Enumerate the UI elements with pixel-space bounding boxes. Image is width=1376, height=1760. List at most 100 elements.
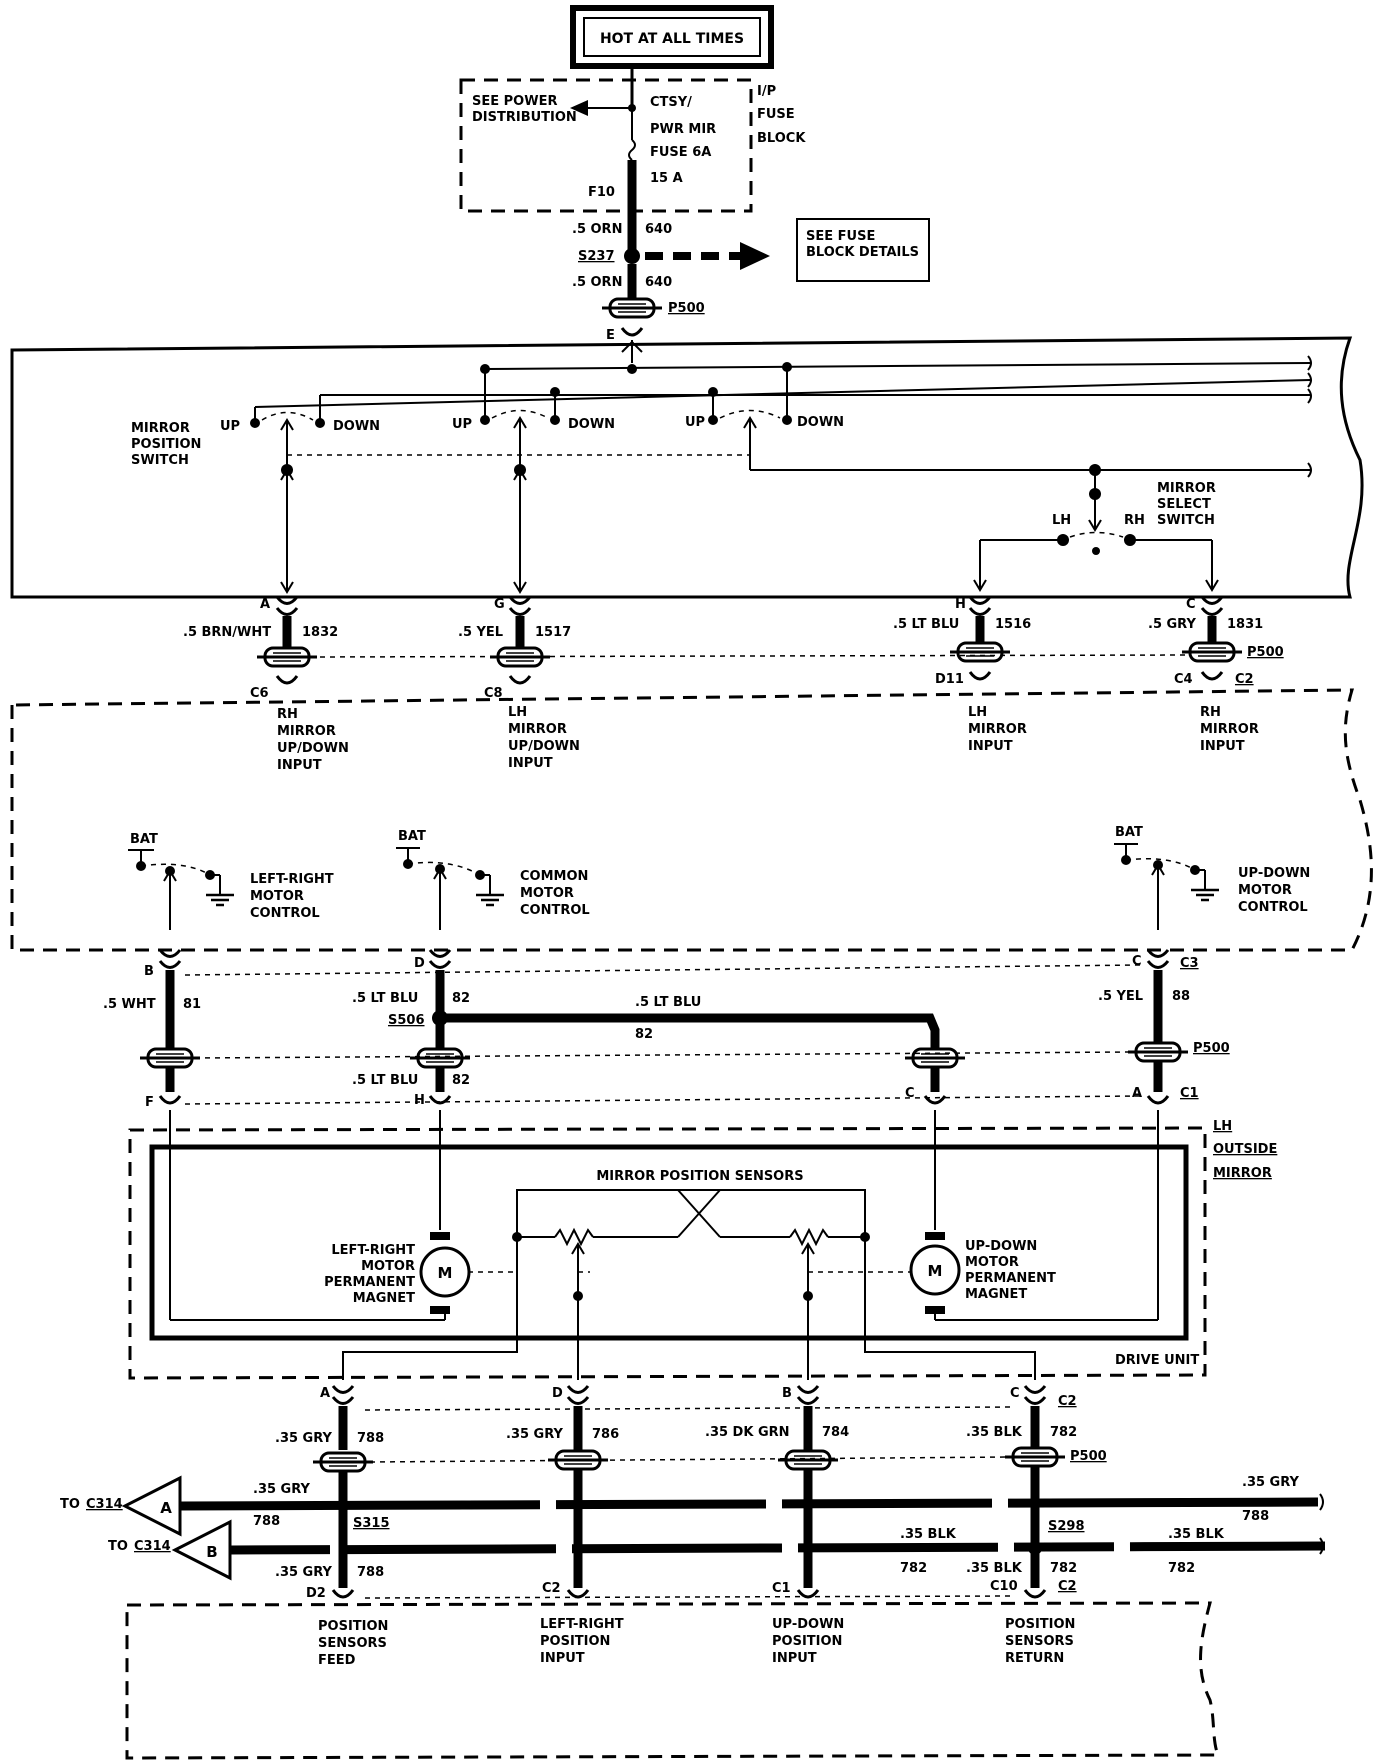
label-lh-in-1: LH: [968, 705, 987, 720]
pin-c2-bottom: C2: [1058, 1579, 1077, 1594]
select-lh: LH: [1052, 513, 1071, 528]
feed-label-3: FEED: [318, 1653, 356, 1668]
power-section: HOT AT ALL TIMES SEE POWER DISTRIBUTION …: [459, 5, 930, 343]
lr-control-2: MOTOR: [250, 889, 304, 904]
ret-label-2: SENSORS: [1005, 1634, 1074, 1649]
pin-c1: C1: [772, 1581, 791, 1596]
label-rh-ud-3: UP/DOWN: [277, 741, 349, 756]
ud-motor-1: UP-DOWN: [965, 1239, 1037, 1254]
ret-label-1: POSITION: [1005, 1617, 1075, 1632]
bat-2: BAT: [398, 829, 426, 844]
pin-g: G: [494, 597, 505, 612]
pin-c2-upper: C2: [1235, 672, 1254, 687]
pin-c6: C6: [250, 686, 269, 701]
bus-a-right-circuit: 788: [1242, 1509, 1269, 1524]
arrow-up-icon: [621, 340, 643, 353]
wire-82-h: .5 LT BLU: [352, 1073, 418, 1088]
label-lh-in-3: INPUT: [968, 739, 1013, 754]
pin-e: E: [606, 328, 615, 343]
lr-control-3: CONTROL: [250, 906, 320, 921]
ret-wire: .35 BLK: [966, 1561, 1023, 1576]
fuse-block-boundary: [459, 78, 753, 213]
lr-motor-4: MAGNET: [353, 1291, 415, 1306]
bat-3: BAT: [1115, 825, 1143, 840]
circuit-786: 786: [592, 1427, 619, 1442]
mirror-title-3: MIRROR: [1213, 1166, 1272, 1181]
feed-wire-b: .5 ORN: [572, 275, 622, 290]
pin-c3-c: C: [1132, 954, 1142, 969]
control-module: BAT LEFT-RIGHT MOTOR CONTROL BAT COMMON …: [10, 688, 1373, 952]
ud-input-3: INPUT: [772, 1651, 817, 1666]
circuit-788: 788: [357, 1431, 384, 1446]
label-lh-ud-2: MIRROR: [508, 722, 567, 737]
circuit-82-h: 82: [452, 1073, 470, 1088]
wire-782: .35 BLK: [966, 1425, 1023, 1440]
pin-a-lower: A: [320, 1386, 330, 1401]
label-lh-ud-1: LH: [508, 705, 527, 720]
ret-label-3: RETURN: [1005, 1651, 1064, 1666]
fuse-text-2: PWR MIR: [650, 122, 716, 137]
label-lh-ud-4: INPUT: [508, 756, 553, 771]
terminal-a: [275, 595, 299, 616]
terminal-e: [620, 326, 644, 337]
bus-b-right-circuit: 782: [1168, 1561, 1195, 1576]
common-control-2: MOTOR: [520, 886, 574, 901]
ud-motor-icon: [909, 1244, 961, 1296]
lr-input-3: INPUT: [540, 1651, 585, 1666]
pin-c8: C8: [484, 686, 503, 701]
to-b: TO: [108, 1539, 128, 1554]
fuse-icon: [628, 139, 636, 161]
label-rh-ud-4: INPUT: [277, 758, 322, 773]
upper-connectors: A .5 BRN/WHT 1832 C6 RH MIRROR UP/DOWN I…: [183, 595, 1284, 773]
pin-d-lower: D: [552, 1386, 563, 1401]
circuit-1832: 1832: [302, 625, 338, 640]
ground-icon-1: [204, 893, 236, 907]
circuit-784: 784: [822, 1425, 849, 1440]
bottom-module: POSITION SENSORS FEED LEFT-RIGHT POSITIO…: [125, 1601, 1221, 1760]
feed-wire-a: .5 ORN: [572, 222, 622, 237]
circuit-81: 81: [183, 997, 201, 1012]
c3-label: C3: [1180, 956, 1199, 971]
lr-motor-2: MOTOR: [361, 1259, 415, 1274]
lr-motor-glyph: M: [438, 1264, 453, 1282]
sw1-down: DOWN: [333, 419, 380, 434]
ud-input-1: UP-DOWN: [772, 1617, 844, 1632]
pin-b-lower: B: [782, 1386, 792, 1401]
ip-fuse-block-1: I/P: [757, 84, 776, 99]
bus-a-wire: .35 GRY: [253, 1482, 311, 1497]
sw3-down: DOWN: [797, 415, 844, 430]
drive-unit-label: DRIVE UNIT: [1115, 1353, 1199, 1368]
pin-d2: D2: [306, 1586, 326, 1601]
c2-top-lower: C2: [1058, 1394, 1077, 1409]
sensors-label: MIRROR POSITION SENSORS: [596, 1169, 803, 1184]
label-lh-ud-3: UP/DOWN: [508, 739, 580, 754]
fuse-id: F10: [588, 185, 615, 200]
label-lh-in-2: MIRROR: [968, 722, 1027, 737]
select-label-3: SWITCH: [1157, 513, 1215, 528]
wire-82-d: .5 LT BLU: [352, 991, 418, 1006]
label-rh-in-2: MIRROR: [1200, 722, 1259, 737]
lr-input-1: LEFT-RIGHT: [540, 1617, 624, 1632]
feed-circuit-a: 640: [645, 222, 672, 237]
pin-a: A: [260, 597, 270, 612]
control-module-boundary: [10, 688, 1373, 952]
circuit-88: 88: [1172, 989, 1190, 1004]
lr-input-2: POSITION: [540, 1634, 610, 1649]
connector-p500-top: [600, 297, 664, 319]
lower-connectors: A .35 GRY 788 D .35 GRY 786 B .35 DK GRN…: [275, 1384, 1107, 1473]
label-rh-ud-1: RH: [277, 707, 298, 722]
pin-c-mid: C: [905, 1086, 915, 1101]
sw3-up: UP: [685, 415, 705, 430]
wire-88: .5 YEL: [1098, 989, 1143, 1004]
fuse-text-1: CTSY/: [650, 95, 692, 110]
circuit-1516: 1516: [995, 617, 1031, 632]
sw2-down: DOWN: [568, 417, 615, 432]
drive-unit-box: [149, 1144, 1189, 1341]
label-rh-in-1: RH: [1200, 705, 1221, 720]
wire-1831: .5 GRY: [1148, 617, 1196, 632]
splice-s237: [624, 248, 640, 264]
s506-label: S506: [388, 1013, 425, 1028]
wire-1832: .5 BRN/WHT: [183, 625, 271, 640]
select-label-2: SELECT: [1157, 497, 1211, 512]
switch-label-3: SWITCH: [131, 453, 189, 468]
